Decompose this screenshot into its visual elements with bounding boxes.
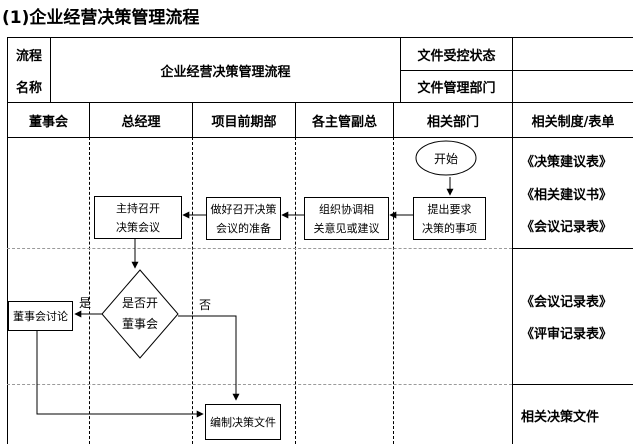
swimlane-divider (393, 137, 394, 444)
organize-opinions-box: 组织协调相关意见或建议 (304, 197, 389, 240)
host-meeting-line2: 决策会议 (116, 220, 160, 234)
submit-requirement-box: 提出要求决策的事项 (413, 197, 486, 240)
lane-header-project-dept: 项目前期部 (211, 114, 277, 130)
prepare-meeting-line2: 会议的准备 (216, 221, 271, 235)
form-review-record: 《评审记录表》 (521, 327, 613, 342)
arrow-discussion-to-compile (36, 331, 204, 418)
organize-opinions-line1: 组织协调相 (319, 202, 374, 216)
lane-header-divider (192, 102, 193, 137)
form-decision-proposal: 《决策建议表》 (521, 155, 613, 170)
swimlane-divider (89, 137, 90, 444)
forms-column-border (512, 137, 513, 444)
board-discussion-box: 董事会讨论 (8, 301, 73, 331)
info-value-divider (512, 37, 513, 102)
start-node: 开始 (433, 151, 458, 166)
process-name: 企业经营决策管理流程 (160, 64, 291, 80)
lane-header-divider (295, 102, 296, 137)
decision-line2: 董事会 (121, 317, 158, 331)
lane-header-divider (393, 102, 394, 137)
table-top-border (7, 37, 633, 38)
lane-header-general-manager: 总经理 (121, 114, 161, 130)
forms-section-separator (512, 384, 633, 385)
document-heading: (1)企业经营决策管理流程 (2, 8, 200, 28)
organize-opinions-line2: 关意见或建议 (313, 221, 380, 235)
decision-diamond (101, 269, 179, 359)
form-decision-documents: 相关决策文件 (521, 410, 600, 425)
forms-section-separator (512, 248, 633, 249)
host-meeting-line1: 主持召开 (116, 201, 160, 215)
start-ellipse (415, 140, 477, 176)
swimlane-divider (295, 137, 296, 444)
lane-header-vice-presidents: 各主管副总 (311, 114, 377, 130)
doc-dept-label: 文件管理部门 (417, 81, 496, 96)
form-meeting-record-2: 《会议记录表》 (521, 295, 613, 310)
lane-header-divider (89, 102, 90, 137)
arrow-decision-no (178, 315, 240, 401)
yes-label: 是 (79, 296, 92, 310)
submit-requirement-line1: 提出要求 (427, 202, 472, 216)
swimlane-divider (192, 137, 193, 444)
lane-header-forms: 相关制度/表单 (531, 114, 615, 130)
decision-line1: 是否开 (121, 296, 158, 310)
form-meeting-record: 《会议记录表》 (521, 220, 613, 235)
host-meeting-box: 主持召开决策会议 (94, 196, 182, 239)
lane-header-divider (512, 102, 513, 137)
section-separator (7, 384, 512, 385)
no-label: 否 (199, 298, 212, 312)
prepare-meeting-line1: 做好召开决策 (210, 202, 277, 216)
info-divider-line (400, 70, 633, 71)
submit-requirement-line2: 决策的事项 (422, 221, 477, 235)
prepare-meeting-box: 做好召开决策会议的准备 (206, 197, 281, 240)
table-left-border (7, 37, 8, 444)
process-label-line2: 名称 (15, 80, 42, 96)
lane-header-board: 董事会 (28, 114, 68, 130)
doc-control-label: 文件受控状态 (417, 48, 496, 64)
info-label-divider (50, 37, 51, 102)
process-label-line1: 流程 (15, 48, 42, 64)
compile-document-box: 编制决策文件 (205, 404, 281, 440)
form-related-proposal: 《相关建议书》 (521, 188, 613, 203)
info-status-divider (400, 37, 401, 102)
section-separator (7, 248, 512, 249)
lane-header-bottom-border (7, 137, 633, 138)
lane-header-top-border (7, 102, 633, 103)
lane-header-related-dept: 相关部门 (426, 114, 479, 130)
decision-node: 是否开董事会 (110, 293, 170, 335)
